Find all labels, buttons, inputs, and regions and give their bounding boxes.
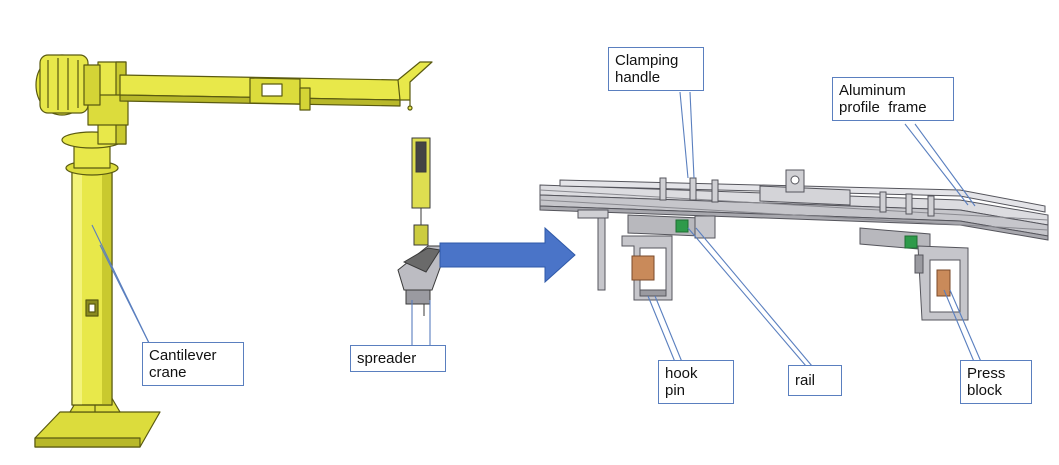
label-clamping-handle-line-2: handle <box>615 69 661 86</box>
label-clamping-handle-line-1: Clamping <box>615 52 679 69</box>
label-rail: rail <box>788 365 842 396</box>
callout-line-aluminum-frame <box>904 123 969 206</box>
label-cantilever-crane-line-1: Cantilever <box>149 347 217 364</box>
callout-line-hook-pin-2 <box>654 295 683 363</box>
cantilever-crane <box>34 54 433 448</box>
label-spreader-text: spreader <box>357 350 417 367</box>
callout-line-press-block <box>943 289 976 365</box>
callout-lines <box>91 91 983 367</box>
label-clamping-handle: Clamping handle <box>608 47 704 91</box>
aluminum-profile-frame <box>539 169 1049 321</box>
label-aluminum-profile-frame-line-2: profile frame <box>839 99 927 116</box>
label-aluminum-profile-frame-line-1: Aluminum <box>839 82 906 99</box>
label-aluminum-profile-frame: Aluminum profile frame <box>832 77 954 121</box>
label-press-block: Press block <box>960 360 1032 404</box>
label-rail-text: rail <box>795 372 816 389</box>
label-spreader: spreader <box>350 345 446 372</box>
label-hook-pin-line-2: pin <box>665 382 686 399</box>
callout-line-clamping-handle-2 <box>689 91 695 179</box>
direction-arrow <box>439 226 576 284</box>
spreader-assembly <box>397 137 449 316</box>
label-cantilever-crane-line-2: crane <box>149 364 187 381</box>
label-hook-pin-line-1: hook <box>665 365 698 382</box>
callout-line-rail <box>687 227 807 367</box>
label-press-block-line-2: block <box>967 382 1003 399</box>
label-hook-pin: hook pin <box>658 360 734 404</box>
callout-line-rail-2 <box>695 227 813 367</box>
callout-line-press-block-2 <box>949 289 983 365</box>
callout-line-clamping-handle <box>679 91 689 179</box>
callout-line-cantilever-crane-2 <box>99 244 151 346</box>
label-cantilever-crane: Cantilever crane <box>142 342 244 386</box>
label-press-block-line-1: Press <box>967 365 1006 382</box>
callout-line-aluminum-frame-2 <box>914 123 976 207</box>
callout-line-hook-pin <box>647 295 676 363</box>
